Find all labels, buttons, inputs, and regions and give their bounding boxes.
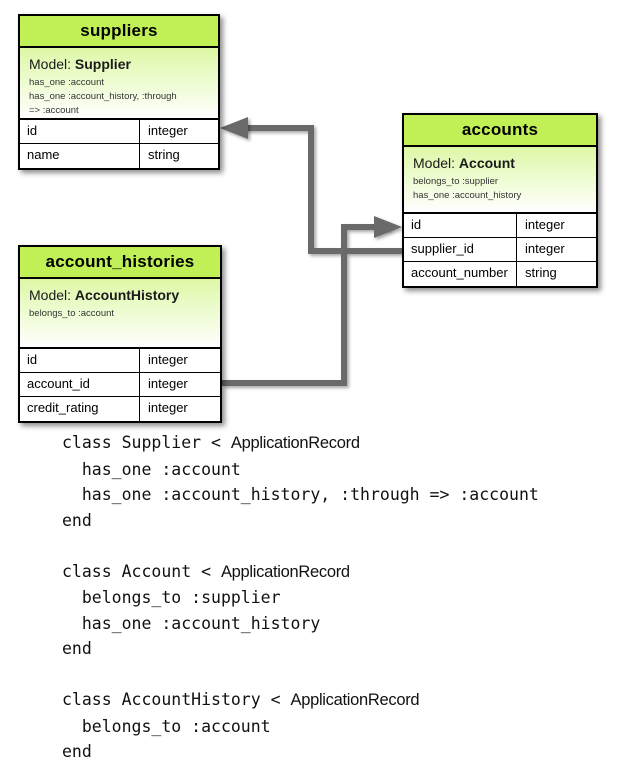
code-listing: class Supplier < ApplicationRecord has_o…	[62, 430, 622, 765]
column-type: integer	[148, 400, 188, 415]
column-name: account_id	[20, 373, 140, 396]
code-superclass: ApplicationRecord	[220, 562, 350, 581]
code-block-accounthistory: class AccountHistory < ApplicationRecord…	[62, 687, 622, 765]
connector-accounts-to-suppliers	[236, 125, 402, 254]
code-line: has_one :account_history, :through => :a…	[62, 485, 539, 504]
code-text: class Account <	[62, 561, 221, 581]
entity-suppliers[interactable]: suppliers Model: Supplier has_one :accou…	[18, 14, 220, 170]
code-line: has_one :account_history	[62, 613, 321, 633]
column-name: id	[20, 120, 140, 143]
code-line: belongs_to :supplier	[62, 588, 281, 607]
entity-model-accounts: Model: Account belongs_to :supplier has_…	[404, 147, 596, 214]
association-line: has_one :account_history, :through	[29, 90, 177, 102]
column-name: supplier_id	[404, 238, 517, 261]
arrowhead-to-suppliers	[220, 117, 248, 139]
model-prefix: Model:	[413, 155, 456, 171]
association-line: belongs_to :account	[29, 308, 115, 319]
column-type: integer	[148, 376, 188, 391]
code-line: has_one :account	[62, 459, 241, 479]
association-line: has_one :account_history	[413, 189, 522, 201]
code-line: class AccountHistory < ApplicationRecord	[62, 687, 622, 714]
code-line: end	[62, 639, 92, 658]
code-text: class Supplier <	[62, 433, 231, 452]
code-block-supplier: class Supplier < ApplicationRecord has_o…	[62, 430, 622, 533]
model-classname: Account	[458, 155, 515, 171]
column-name: name	[20, 144, 140, 168]
code-superclass: ApplicationRecord	[230, 434, 360, 452]
model-prefix: Model:	[29, 56, 72, 72]
code-spacer	[62, 533, 622, 559]
column-type: string	[148, 147, 180, 162]
column-name: id	[20, 349, 140, 372]
entity-model-suppliers: Model: Supplier has_one :account has_one…	[20, 48, 218, 120]
model-label-accounts: Model: Account	[413, 155, 588, 171]
column-type: integer	[525, 217, 565, 232]
association-line: => :account	[29, 104, 79, 116]
code-line: belongs_to :account	[62, 716, 271, 736]
code-superclass: ApplicationRecord	[290, 691, 420, 709]
column-name: credit_rating	[20, 397, 140, 421]
association-line: belongs_to :supplier	[413, 176, 499, 187]
table-row[interactable]: id integer	[20, 120, 218, 144]
code-text: class AccountHistory <	[62, 690, 291, 709]
column-type: string	[525, 265, 557, 280]
table-row[interactable]: name string	[20, 144, 218, 168]
entity-title-suppliers: suppliers	[20, 16, 218, 48]
table-row[interactable]: credit_rating integer	[20, 397, 220, 421]
entity-title-accounts: accounts	[404, 115, 596, 147]
table-row[interactable]: account_id integer	[20, 373, 220, 397]
code-line: class Account < ApplicationRecord	[62, 559, 622, 586]
entity-account-histories[interactable]: account_histories Model: AccountHistory …	[18, 245, 222, 423]
table-row[interactable]: account_number string	[404, 262, 596, 286]
association-line: has_one :account	[29, 77, 105, 88]
column-name: id	[404, 214, 517, 237]
code-line: class Supplier < ApplicationRecord	[62, 430, 622, 457]
entity-title-account-histories: account_histories	[20, 247, 220, 279]
code-block-account: class Account < ApplicationRecord belong…	[62, 559, 622, 662]
table-row[interactable]: id integer	[20, 349, 220, 373]
model-label-suppliers: Model: Supplier	[29, 56, 210, 72]
model-classname: Supplier	[74, 56, 131, 72]
model-classname: AccountHistory	[74, 287, 180, 303]
column-type: integer	[525, 241, 565, 256]
model-prefix: Model:	[29, 287, 72, 303]
table-row[interactable]: supplier_id integer	[404, 238, 596, 262]
code-spacer	[62, 662, 622, 688]
table-row[interactable]: id integer	[404, 214, 596, 238]
entity-accounts[interactable]: accounts Model: Account belongs_to :supp…	[402, 113, 598, 288]
entity-model-account-histories: Model: AccountHistory belongs_to :accoun…	[20, 279, 220, 349]
code-line: end	[62, 742, 92, 761]
column-name: account_number	[404, 262, 517, 286]
model-label-account-histories: Model: AccountHistory	[29, 287, 212, 303]
column-type: integer	[148, 352, 188, 367]
arrowhead-to-accounts	[374, 216, 402, 238]
code-line: end	[62, 510, 92, 530]
connector-histories-to-accounts	[222, 224, 390, 386]
column-type: integer	[148, 123, 188, 138]
